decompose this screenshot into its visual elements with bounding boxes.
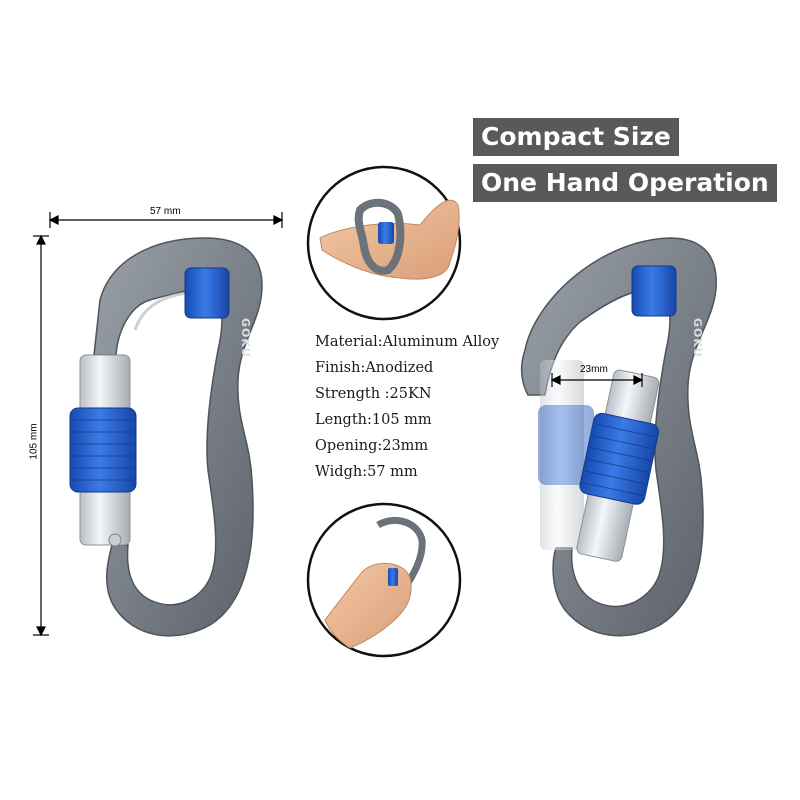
opening-dimension-line xyxy=(550,373,644,387)
spec-opening: Opening:23mm xyxy=(315,438,429,454)
hand-holding-photo xyxy=(306,165,462,321)
width-dimension-line xyxy=(48,212,284,228)
spec-length: Length:105 mm xyxy=(315,412,432,428)
opening-label: 23mm xyxy=(580,364,608,375)
locking-sleeve xyxy=(69,407,137,493)
carabiner-open xyxy=(520,237,717,637)
spec-material: Material:Aluminum Alloy xyxy=(315,334,500,350)
spec-finish: Finish:Anodized xyxy=(315,360,434,376)
locking-sleeve-open xyxy=(579,412,660,505)
blue-keeper xyxy=(184,267,230,319)
length-label: 105 mm xyxy=(28,423,40,460)
headline-one-hand-operation: One Hand Operation xyxy=(473,164,777,202)
spec-width: Widgh:57 mm xyxy=(315,464,418,480)
brand-logo-right: GOKU xyxy=(634,318,704,358)
headline-compact-size: Compact Size xyxy=(473,118,679,156)
hand-squeeze-photo xyxy=(306,502,462,658)
brand-logo-left: GOKU xyxy=(182,318,252,358)
length-dimension-line xyxy=(33,234,49,637)
width-label: 57 mm xyxy=(150,206,181,217)
carabiner-closed xyxy=(69,237,263,637)
spec-strength: Strength :25KN xyxy=(315,386,432,402)
